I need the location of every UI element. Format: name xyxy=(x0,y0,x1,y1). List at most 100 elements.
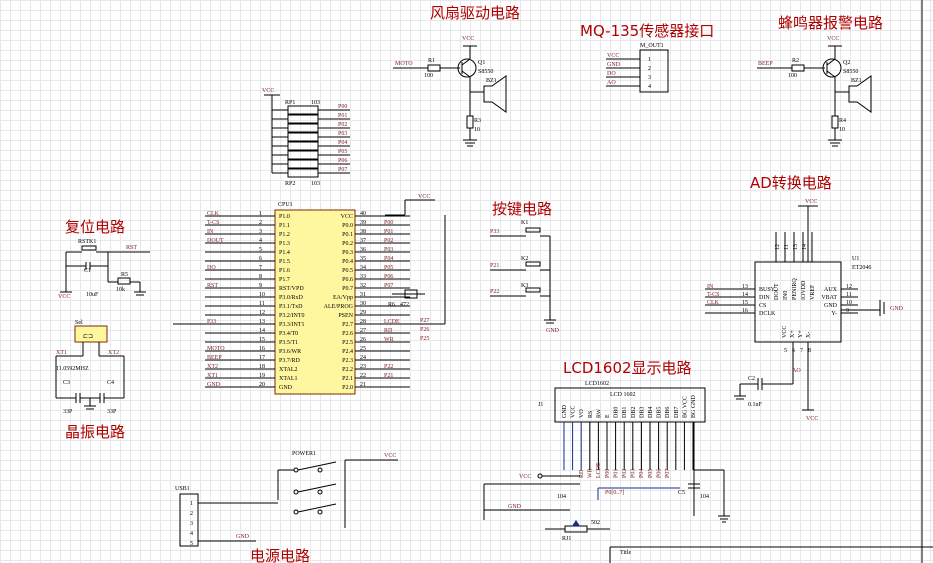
cpu-pin-num: 34 xyxy=(360,265,366,271)
buzzer-r4-value: 10 xyxy=(839,127,845,133)
fan-net-moto: MOTO xyxy=(395,61,413,67)
cpu-pin-num: 24 xyxy=(360,355,366,361)
cpu-net-t-cs: T-CS xyxy=(207,220,219,226)
cpu-pin-p0-2: P0.2 xyxy=(342,241,353,247)
cpu-pin-p1-1: P1.1 xyxy=(279,223,290,229)
ad-pin-x: X+ xyxy=(790,330,796,338)
cpu-net-lcde: LCDE xyxy=(384,319,400,325)
lcd-potentiometer-rj1 xyxy=(564,525,588,533)
cpu-pin-num: 37 xyxy=(360,238,366,244)
cpu-pin-xtal1: XTAL1 xyxy=(279,376,298,382)
cpu-pin-num: 13 xyxy=(259,319,265,325)
cpu-net-gnd: GND xyxy=(207,382,221,388)
cpu-pin-num: 26 xyxy=(360,337,366,343)
key-k1 xyxy=(525,227,541,233)
title-ad: AD转换电路 xyxy=(750,174,832,192)
mq135-header-circuit: M_OUT1 VCC GND DO AO 1 2 3 4 xyxy=(606,43,669,93)
cpu-pin-num: 33 xyxy=(360,274,366,280)
cpu-pin-num: 10 xyxy=(259,292,265,298)
lcd-pin-db4: DB4 xyxy=(648,407,654,418)
buzzer-resistor-r2 xyxy=(791,64,805,72)
rp-net-p00: P00 xyxy=(338,104,347,110)
crystal-package xyxy=(74,325,108,343)
lcd-net-p04: P04 xyxy=(639,469,645,478)
ad-right-num: 11 xyxy=(846,292,852,298)
cpu-pin-num: 3 xyxy=(259,229,262,235)
cpu-pin-p2-4: P2.4 xyxy=(342,349,353,355)
ad-right-num: 9 xyxy=(846,308,849,314)
cpu-pin-p0-1: P0.1 xyxy=(342,232,353,238)
ad-bottom-num: 8 xyxy=(808,348,811,354)
fan-r1-ref: R1 xyxy=(428,58,435,64)
lcd-gnd: GND xyxy=(508,504,522,510)
usb-pin-1: 1 xyxy=(190,501,193,507)
power-switch-ref: POWER1 xyxy=(292,451,316,457)
cpu-pin-p1-0: P1.0 xyxy=(279,214,290,220)
ad-pin-penirq: PENIRQ xyxy=(792,278,798,300)
ad-pin-x: X- xyxy=(806,332,812,338)
reset-resistor-r5 xyxy=(117,277,131,285)
buzzer-bz-ref: BZ1 xyxy=(851,78,862,84)
buzzer-vcc: VCC xyxy=(827,36,839,42)
cpu-r6-value: 472 xyxy=(400,302,409,308)
crystal-ref: Sel xyxy=(75,320,83,326)
lcd-pin-bg-vcc: BG VCC xyxy=(682,396,688,418)
cpu-ref: CPU1 xyxy=(278,202,293,208)
cpu-pin-num: 2 xyxy=(259,220,262,226)
ad-net-t-cs: T-CS xyxy=(707,292,719,298)
fan-motor-ref: BZ1 xyxy=(486,78,497,84)
fan-q1-ref: Q1 xyxy=(478,60,485,66)
fan-resistor-r3 xyxy=(466,115,474,129)
reset-vcc: VCC xyxy=(58,294,70,300)
rp-net-p05: P05 xyxy=(338,149,347,155)
ad-vcc-bottom: VCC xyxy=(806,416,818,422)
buzzer-r2-ref: R2 xyxy=(792,58,799,64)
lcd-c5-ref: C5 xyxy=(678,490,685,496)
cpu-net-p03: P03 xyxy=(384,247,393,253)
reset-button-ref: RSTK1 xyxy=(78,239,96,245)
lcd-pin-rs: RS xyxy=(588,411,594,418)
cpu-pin-num: 31 xyxy=(360,292,366,298)
usb-pin-4: 4 xyxy=(190,531,193,537)
cpu-net-xt1: XT1 xyxy=(207,373,218,379)
mq135-num-2: 2 xyxy=(648,66,651,72)
crystal-net-xt1: XT1 xyxy=(56,350,67,356)
cpu-pin-p0-7: P0.7 xyxy=(342,286,353,292)
ad-chip-part: ET2046 xyxy=(852,265,871,271)
rp-net-p04: P04 xyxy=(338,140,347,146)
cpu-pin-p2-6: P2.6 xyxy=(342,331,353,337)
cpu-pin-p3-5-t1: P3.5/T1 xyxy=(279,340,298,346)
cpu-pin-num: 20 xyxy=(259,382,265,388)
cpu-pin-p0-4: P0.4 xyxy=(342,259,353,265)
cpu-pin-num: 36 xyxy=(360,247,366,253)
cpu-net-in: IN xyxy=(207,229,214,235)
cpu-pin-p0-3: P0.3 xyxy=(342,250,353,256)
ad-net-clk: CLK xyxy=(707,300,720,306)
title-keys: 按键电路 xyxy=(492,200,552,218)
buzzer-q2-value: S8550 xyxy=(843,69,858,75)
ad-pin-din: DIN xyxy=(759,295,770,301)
lcd-vcc: VCC xyxy=(519,474,531,480)
cpu-net-p01: P01 xyxy=(384,229,393,235)
title-fan: 风扇驱动电路 xyxy=(430,4,520,22)
cpu-net-moto: MOTO xyxy=(207,346,225,352)
ad-pin-y: Y+ xyxy=(798,330,804,338)
rp-resistor-array xyxy=(287,105,319,178)
cpu-pin-num: 11 xyxy=(259,301,265,307)
ad-pin-iovdd: IOVDD xyxy=(801,280,807,300)
lcd-rj1-value: 502 xyxy=(591,520,600,526)
cpu-pin-num: 7 xyxy=(259,265,262,271)
cpu-net-wr: WR xyxy=(384,337,394,343)
ad-pin-gnd: GND xyxy=(824,303,838,309)
cpu-pin-num: 38 xyxy=(360,229,366,235)
buzzer-net-beep: BEEP xyxy=(758,61,773,67)
ad-left-num: 13 xyxy=(742,284,748,290)
cpu-net-beep: BEEP xyxy=(207,355,222,361)
ad-chip-et2046 xyxy=(754,261,842,343)
titleblock-title: Title xyxy=(620,550,631,556)
cpu-r6-ref: R6 xyxy=(388,302,395,308)
